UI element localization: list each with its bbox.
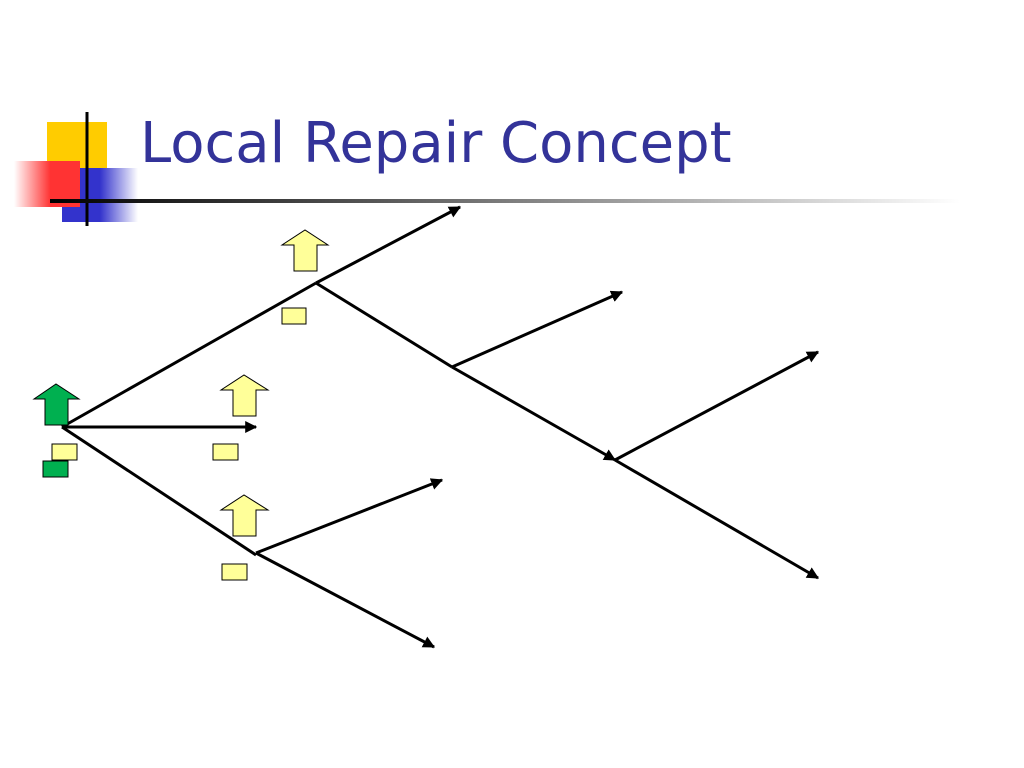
edge-second-down: [451, 365, 617, 462]
yellow-rectangle-icon: [281, 307, 307, 325]
middle-repair-node: [212, 374, 270, 461]
slide-title: Local Repair Concept: [140, 111, 732, 176]
edge-upper-down: [315, 281, 453, 369]
upper-repair-node: [280, 229, 330, 325]
edge-third-down: [614, 458, 820, 580]
green-up-block-arrow-icon: [32, 383, 81, 426]
edge-upper-up: [315, 205, 462, 285]
yellow-up-block-arrow-icon: [280, 229, 330, 272]
yellow-up-block-arrow-icon: [219, 374, 270, 417]
yellow-up-block-arrow-icon: [219, 494, 270, 537]
yellow-rectangle-icon: [51, 443, 78, 461]
edge-lower-down: [255, 551, 436, 649]
edge-second-up: [451, 290, 624, 369]
yellow-rectangle-icon: [221, 563, 248, 581]
edge-lower-up: [255, 478, 444, 555]
edge-third-up: [614, 350, 820, 462]
yellow-rectangle-icon: [212, 443, 239, 461]
lower-repair-node: [219, 494, 270, 581]
root-node: [32, 383, 81, 478]
edge-root-to-lower: [61, 425, 257, 557]
edge-root-to-upper: [61, 281, 317, 429]
green-rectangle-icon: [42, 460, 69, 478]
title-underline: [50, 199, 960, 203]
